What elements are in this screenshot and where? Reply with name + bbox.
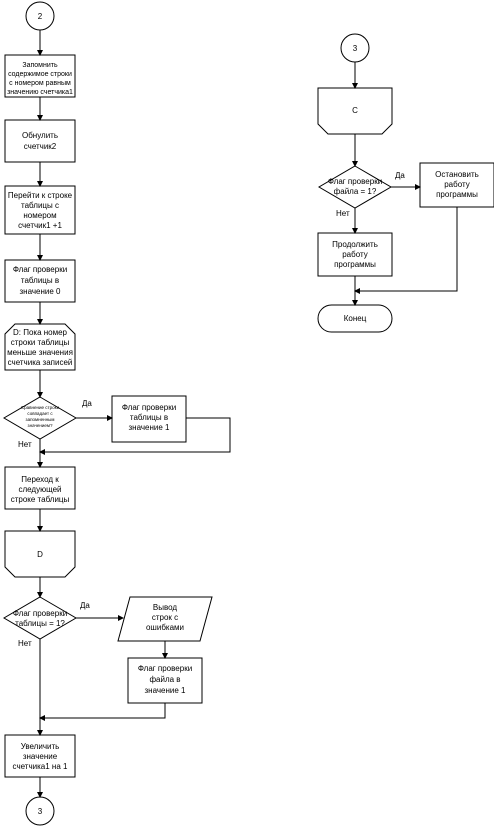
process-goto-row-label: Перейти к строке таблицы с номером счетч… (8, 191, 73, 230)
svg-text:Увеличить: Увеличить (21, 742, 60, 751)
svg-text:строк с: строк с (152, 613, 178, 622)
svg-text:с номером равным: с номером равным (9, 80, 71, 87)
svg-text:работу: работу (444, 180, 470, 189)
svg-text:совпадает с: совпадает с (27, 411, 53, 416)
svg-text:следующей: следующей (18, 485, 61, 494)
svg-text:файла = 1?: файла = 1? (334, 187, 377, 196)
svg-text:счетчик2: счетчик2 (24, 142, 57, 151)
svg-text:Продолжить: Продолжить (332, 240, 378, 249)
connector-3-end-label: 3 (38, 807, 43, 816)
process-flag-table-0-label: Флаг проверки таблицы в значение 0 (13, 265, 67, 296)
svg-text:Флаг проверки: Флаг проверки (13, 265, 67, 274)
svg-text:Вывод: Вывод (153, 603, 178, 612)
svg-text:счетчик1 +1: счетчик1 +1 (18, 221, 62, 230)
svg-text:значению счетчика1: значению счетчика1 (7, 89, 73, 96)
loop-end-d-shape (4, 530, 76, 578)
svg-text:Флаг проверки: Флаг проверки (13, 609, 67, 618)
svg-text:значение 1: значение 1 (145, 686, 187, 695)
svg-text:программы: программы (436, 190, 478, 199)
decision-table-flag-yes-label: Да (80, 601, 90, 610)
process-increment-counter1-label: Увеличить значение счетчика1 на 1 (13, 742, 68, 771)
decision-file-flag-label: Флаг проверки файла = 1? (328, 177, 382, 196)
decision-file-flag-no-label: Нет (336, 209, 350, 218)
decision-table-flag-label: Флаг проверки таблицы = 1? (13, 609, 67, 628)
svg-text:таблицы в: таблицы в (130, 413, 168, 422)
terminal-end-label: Конец (344, 314, 367, 323)
loop-end-c-label: C (352, 106, 358, 115)
connector-3-start-label: 3 (353, 44, 358, 53)
svg-text:таблицы с: таблицы с (21, 201, 59, 210)
svg-text:программы: программы (334, 260, 376, 269)
svg-text:Сравнение строки: Сравнение строки (21, 405, 60, 410)
svg-text:таблицы в: таблицы в (21, 276, 59, 285)
svg-text:таблицы = 1?: таблицы = 1? (15, 619, 65, 628)
process-remember-row-label: Запомнить содержимое строки с номером ра… (7, 62, 73, 96)
svg-text:строки таблицы: строки таблицы (11, 338, 70, 347)
decision-compare-label: Сравнение строки совпадает с запомненным… (21, 405, 60, 428)
svg-text:номером: номером (23, 211, 56, 220)
svg-text:запомненным: запомненным (26, 417, 55, 422)
svg-text:Обнулить: Обнулить (22, 131, 58, 140)
loop-start-d-shape (4, 323, 76, 371)
svg-text:Остановить: Остановить (435, 170, 479, 179)
svg-text:Флаг проверки: Флаг проверки (122, 403, 176, 412)
loop-end-d-label: D (37, 550, 43, 559)
svg-text:работу: работу (342, 250, 368, 259)
svg-text:файла в: файла в (149, 675, 180, 684)
loop-end-c-shape (317, 87, 393, 135)
process-reset-counter2-shape (4, 119, 76, 163)
svg-text:значение 1: значение 1 (129, 423, 171, 432)
connector-2-label: 2 (38, 12, 43, 21)
decision-table-flag-shape (3, 596, 77, 640)
io-output-errors-shape (117, 596, 213, 642)
svg-text:счетчика1 на 1: счетчика1 на 1 (13, 762, 68, 771)
process-stop-program-label: Остановить работу программы (435, 170, 479, 199)
svg-text:D: Пока номер: D: Пока номер (13, 328, 68, 337)
svg-text:строке таблицы: строке таблицы (11, 495, 70, 504)
svg-text:Флаг проверки: Флаг проверки (138, 664, 192, 673)
connector-lines (37, 30, 458, 798)
decision-table-flag-no-label: Нет (18, 639, 32, 648)
svg-text:содержимое строки: содержимое строки (8, 71, 72, 78)
decision-compare-no-label: Нет (18, 440, 32, 449)
svg-text:ошибками: ошибками (146, 623, 184, 632)
decision-compare-yes-label: Да (82, 399, 92, 408)
process-continue-program-label: Продолжить работу программы (332, 240, 378, 269)
svg-text:Запомнить: Запомнить (22, 62, 58, 69)
loop-start-d-label: D: Пока номер строки таблицы меньше знач… (7, 328, 73, 367)
svg-text:Переход к: Переход к (21, 475, 59, 484)
svg-text:Флаг проверки: Флаг проверки (328, 177, 382, 186)
io-output-errors-label: Вывод строк с ошибками (146, 603, 184, 632)
svg-text:значение 0: значение 0 (20, 287, 62, 296)
svg-text:Перейти к строке: Перейти к строке (8, 191, 73, 200)
process-flag-file-1-label: Флаг проверки файла в значение 1 (138, 664, 192, 695)
svg-text:меньше значения: меньше значения (7, 348, 73, 357)
decision-file-flag-yes-label: Да (395, 171, 405, 180)
process-next-row-label: Переход к следующей строке таблицы (11, 475, 70, 504)
svg-text:значение: значение (23, 752, 58, 761)
svg-text:счетчика записей: счетчика записей (8, 358, 73, 367)
process-flag-table-1-label: Флаг проверки таблицы в значение 1 (122, 403, 176, 432)
svg-text:значением?: значением? (28, 423, 53, 428)
process-reset-counter2-label: Обнулить счетчик2 (22, 131, 58, 151)
